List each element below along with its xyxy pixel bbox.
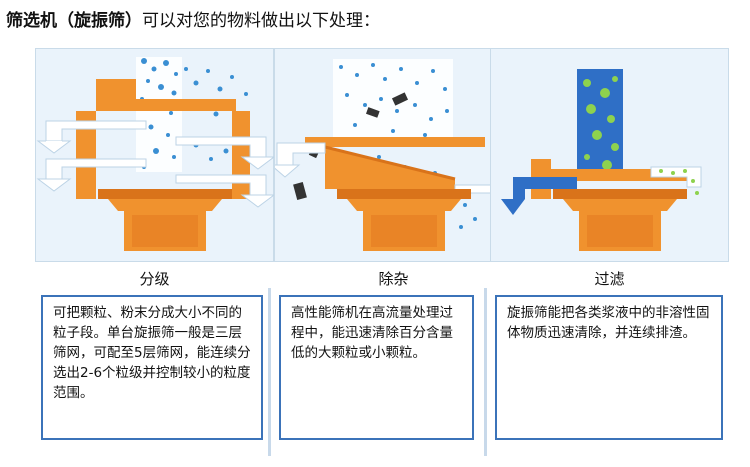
caption-impurity-removal: 除杂 — [378, 270, 409, 288]
filtering-description: 旋振筛能把各类浆液中的非溶性固体物质迅速清除，并连续排渣。 — [495, 295, 723, 440]
filtering-machine-diagram — [501, 69, 702, 251]
page-heading: 筛选机（旋振筛）可以对您的物料做出以下处理： — [6, 6, 380, 31]
caption-grading: 分级 — [139, 270, 170, 288]
column-divider — [268, 288, 271, 456]
grading-illustration — [35, 48, 275, 262]
grading-description: 可把颗粒、粉末分成大小不同的粒子段。单台旋振筛一般是三层筛网，可配至5层筛网，能… — [41, 295, 263, 440]
heading-title: 筛选机（旋振筛） — [6, 11, 142, 31]
impurity-removal-illustration — [274, 48, 513, 262]
column-divider — [484, 288, 487, 456]
impurity-machine-diagram — [275, 59, 512, 251]
impurity-removal-description: 高性能筛机在高流量处理过程中，能迅速清除百分含量低的大颗粒或小颗粒。 — [279, 295, 474, 440]
caption-filtering: 过滤 — [594, 270, 625, 288]
heading-subtitle: 可以对您的物料做出以下处理： — [142, 11, 380, 31]
grading-machine-diagram — [36, 57, 275, 251]
filtering-illustration — [490, 48, 729, 262]
